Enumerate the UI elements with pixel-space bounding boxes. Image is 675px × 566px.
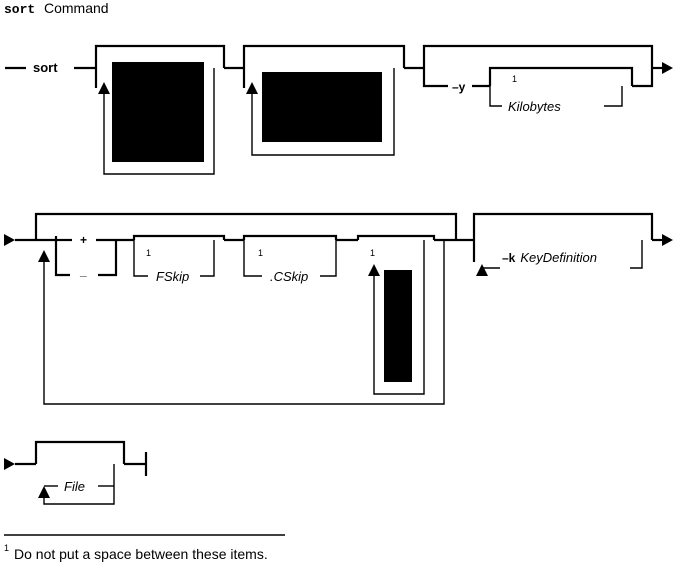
letter-r: r [394, 356, 399, 370]
letters-list: b d f i n r [393, 276, 400, 370]
row3-start-arrow [4, 458, 15, 470]
flag-group-box [94, 44, 226, 175]
flag-m: –m [162, 89, 179, 103]
cskip-box [242, 234, 358, 277]
flag-r: –r [162, 122, 174, 136]
flag-i: –i [162, 73, 172, 87]
plus-sign: + [80, 233, 87, 247]
row2-repeat-loop [34, 212, 458, 405]
letter-n: n [393, 340, 400, 354]
option-group-box [242, 44, 406, 156]
cskip-footnote-mark: 1 [258, 248, 263, 258]
flag-A: –A [120, 73, 136, 87]
flag-n: –n [162, 106, 176, 120]
letters-box [356, 234, 456, 395]
row2-start-arrow [4, 234, 15, 246]
cskip-arg: .CSkip [270, 269, 308, 284]
flag-b: –b [120, 89, 134, 103]
fskip-arg: FSkip [156, 269, 189, 284]
flag-f: –f [120, 139, 132, 153]
letter-b: b [393, 276, 400, 290]
minus-sign: _ [79, 264, 87, 278]
file-arg: File [64, 479, 85, 494]
fskip-box [132, 234, 244, 277]
y-flag: –y [452, 80, 466, 94]
letter-d: d [393, 292, 400, 306]
letters-footnote-mark: 1 [370, 248, 375, 258]
footnote-mark: 1 [4, 543, 9, 553]
title-word: Command [44, 0, 109, 16]
y-kilobytes-arg: Kilobytes [508, 99, 561, 114]
title-command: sort [4, 2, 35, 17]
file-repeat-box [15, 440, 148, 505]
row1-command-label: sort [33, 60, 58, 75]
sign-choice [54, 236, 118, 277]
flag-group-col2: –i –m –n –r –u [162, 73, 179, 153]
letter-f: f [394, 308, 399, 322]
letter-i: i [395, 324, 398, 338]
footnote-text: Do not put a space between these items. [14, 546, 268, 562]
flag-u: –u [162, 139, 176, 153]
y-footnote-mark: 1 [512, 74, 517, 84]
flag-c: –c [120, 106, 134, 120]
flag-d: –d [120, 122, 134, 136]
y-option-box [422, 44, 673, 107]
fskip-footnote-mark: 1 [146, 248, 151, 258]
k-option-box [472, 212, 673, 276]
flag-group-col1: –A –b –c –d –f [120, 73, 136, 153]
